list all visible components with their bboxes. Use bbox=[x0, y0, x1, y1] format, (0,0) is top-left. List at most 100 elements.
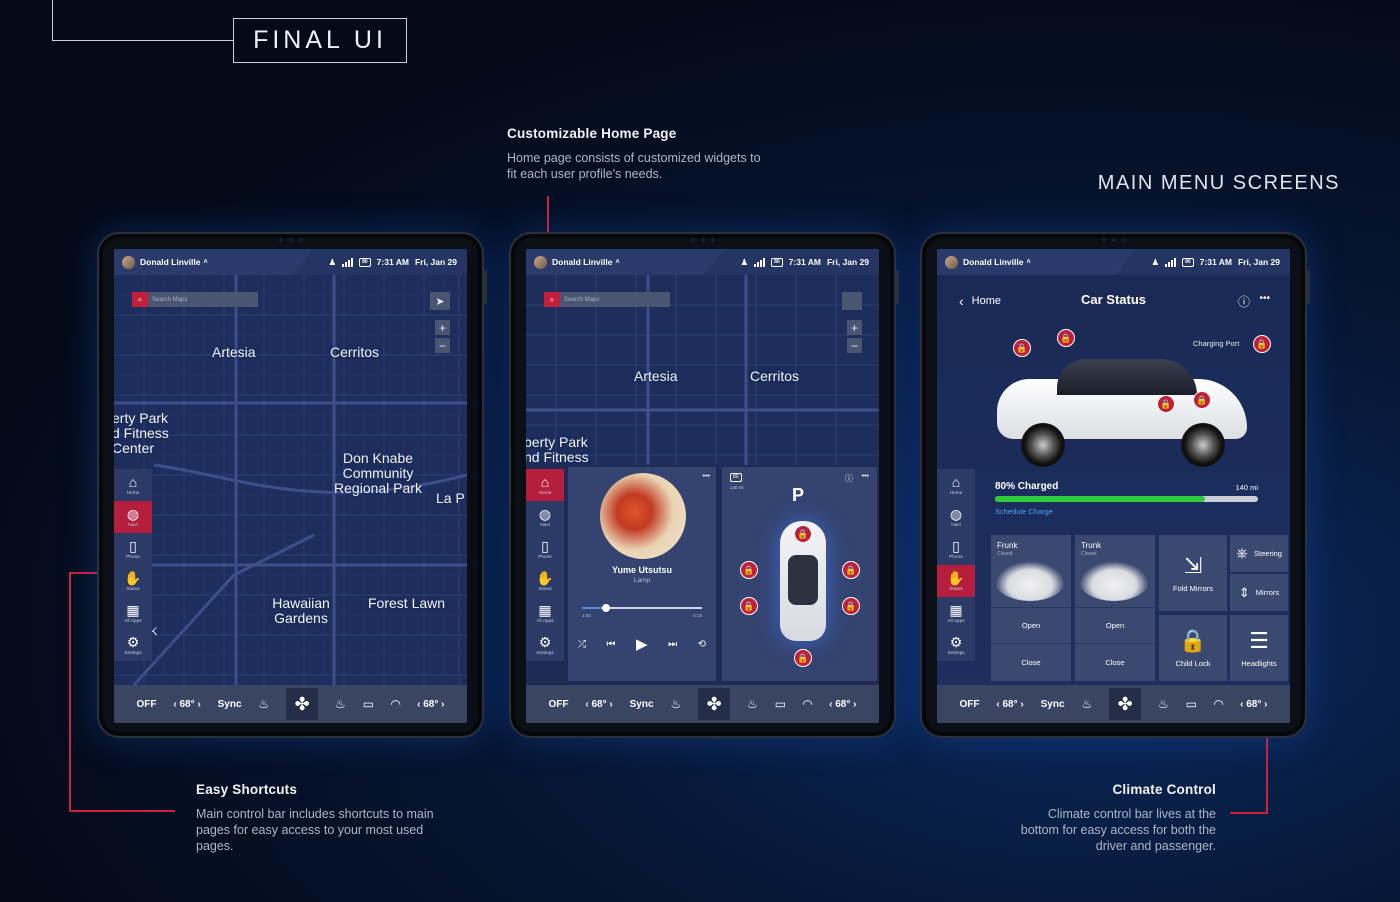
sync-button[interactable]: Sync bbox=[629, 698, 654, 710]
left-temp-control[interactable]: ‹ 68° › bbox=[585, 699, 612, 710]
seat-heat-right-icon[interactable]: ♨ bbox=[335, 697, 346, 711]
back-button[interactable]: ‹ Home bbox=[959, 293, 1001, 309]
lock-icon-hood[interactable]: 🔒 bbox=[1013, 339, 1031, 357]
seat-heat-right-icon[interactable]: ♨ bbox=[747, 697, 758, 711]
front-defrost-icon[interactable]: ◠ bbox=[802, 697, 813, 711]
chevron-left-icon[interactable]: ‹ bbox=[829, 698, 833, 710]
avatar[interactable] bbox=[534, 255, 547, 269]
right-temp-control[interactable]: ‹ 68° › bbox=[829, 699, 856, 710]
chevron-left-icon[interactable]: ‹ bbox=[996, 698, 1000, 710]
nav-status[interactable]: ✋Status bbox=[526, 565, 564, 597]
trunk-close-button[interactable]: Close bbox=[1075, 643, 1155, 681]
nav-settings[interactable]: ⚙Settings bbox=[937, 629, 975, 661]
seat-heat-left-icon[interactable]: ♨ bbox=[258, 697, 270, 711]
lock-icon-windshield[interactable]: 🔒 bbox=[1057, 329, 1075, 347]
front-defrost-icon[interactable]: ◠ bbox=[1213, 697, 1224, 711]
more-icon[interactable]: ••• bbox=[702, 473, 710, 480]
user-name[interactable]: Donald Linville bbox=[963, 257, 1024, 267]
left-temp-control[interactable]: ‹ 68° › bbox=[996, 699, 1023, 710]
progress-knob[interactable] bbox=[602, 604, 610, 612]
chevron-right-icon[interactable]: › bbox=[609, 698, 613, 710]
nav-status[interactable]: ✋Status bbox=[114, 565, 152, 597]
zoom-out-button[interactable]: − bbox=[435, 338, 450, 353]
lock-icon-rear-right[interactable]: 🔒 bbox=[842, 597, 860, 615]
climate-off-button[interactable]: OFF bbox=[959, 698, 980, 710]
music-widget[interactable]: ••• Yume Utsutsu Lamp 1:02 5:15 ⤮ ⏮ ▶ ⏭ … bbox=[568, 467, 716, 681]
chevron-right-icon[interactable]: › bbox=[1264, 698, 1268, 710]
nav-phone[interactable]: ▯Phone bbox=[114, 533, 152, 565]
nav-navi[interactable]: ◍Navi bbox=[526, 501, 564, 533]
map-search[interactable]: ⌕ Search Maps bbox=[132, 292, 258, 307]
chevron-up-icon[interactable]: ˄ bbox=[203, 258, 208, 266]
lock-icon-front[interactable]: 🔒 bbox=[794, 525, 812, 543]
nav-status[interactable]: ✋Status bbox=[937, 565, 975, 597]
car-widget[interactable]: 80 140 mi P ⓘ ••• 🔒 🔒 🔒 🔒 🔒 🔒 bbox=[722, 467, 877, 681]
nav-navi[interactable]: ◍Navi bbox=[114, 501, 152, 533]
nav-navi[interactable]: ◍Navi bbox=[937, 501, 975, 533]
sync-button[interactable]: Sync bbox=[1040, 698, 1065, 710]
lock-icon-rear[interactable]: 🔒 bbox=[794, 649, 812, 667]
avatar[interactable] bbox=[945, 255, 958, 269]
shuffle-icon[interactable]: ⤮ bbox=[578, 638, 586, 650]
chevron-left-icon[interactable]: ‹ bbox=[417, 698, 421, 710]
info-icon[interactable]: ⓘ bbox=[1237, 295, 1250, 309]
rear-defrost-icon[interactable]: ▭ bbox=[774, 697, 787, 711]
nav-phone[interactable]: ▯Phone bbox=[937, 533, 975, 565]
progress-track[interactable] bbox=[582, 604, 702, 612]
climate-off-button[interactable]: OFF bbox=[136, 698, 157, 710]
locate-button[interactable]: ➤ bbox=[430, 292, 450, 310]
trunk-open-button[interactable]: Open bbox=[1075, 607, 1155, 643]
front-defrost-icon[interactable]: ◠ bbox=[390, 697, 401, 711]
nav-all-apps[interactable]: ▦All Apps bbox=[114, 597, 152, 629]
zoom-out-button[interactable]: − bbox=[847, 338, 862, 353]
zoom-in-button[interactable]: + bbox=[435, 320, 450, 335]
chevron-left-icon[interactable]: ‹ bbox=[585, 698, 589, 710]
lock-icon-front-door[interactable]: 🔒 bbox=[1157, 395, 1175, 413]
nav-home[interactable]: ⌂Home bbox=[114, 469, 152, 501]
right-temp-control[interactable]: ‹ 68° › bbox=[417, 699, 444, 710]
left-temp-control[interactable]: ‹ 68° › bbox=[173, 699, 200, 710]
chevron-right-icon[interactable]: › bbox=[197, 698, 201, 710]
frunk-close-button[interactable]: Close bbox=[991, 643, 1071, 681]
nav-all-apps[interactable]: ▦All Apps bbox=[526, 597, 564, 629]
map-widget[interactable]: Artesia Cerritos berty Park nd Fitness ⌕… bbox=[526, 275, 879, 475]
seat-heat-left-icon[interactable]: ♨ bbox=[1081, 697, 1093, 711]
previous-icon[interactable]: ⏮ bbox=[606, 638, 616, 650]
lock-icon-front-right[interactable]: 🔒 bbox=[842, 561, 860, 579]
right-temp-control[interactable]: ‹ 68° › bbox=[1240, 699, 1267, 710]
fan-icon[interactable]: ✤ bbox=[1109, 688, 1142, 720]
nav-settings[interactable]: ⚙Settings bbox=[526, 629, 564, 661]
rear-defrost-icon[interactable]: ▭ bbox=[1185, 697, 1198, 711]
steering-tile[interactable]: ⎈ Steering bbox=[1230, 535, 1288, 572]
headlights-tile[interactable]: ☰ Headlights bbox=[1230, 615, 1288, 681]
nav-settings[interactable]: ⚙Settings bbox=[114, 629, 152, 661]
fan-icon[interactable]: ✤ bbox=[286, 688, 319, 720]
chevron-left-icon[interactable]: ‹ bbox=[173, 698, 177, 710]
nav-home[interactable]: ⌂Home bbox=[937, 469, 975, 501]
mirrors-tile[interactable]: ⇕ Mirrors bbox=[1230, 574, 1288, 611]
map-search[interactable]: ⌕ Search Maps bbox=[544, 292, 670, 307]
child-lock-tile[interactable]: 🔒 Child Lock bbox=[1159, 615, 1227, 681]
chevron-right-icon[interactable]: › bbox=[853, 698, 857, 710]
info-icon[interactable]: ⓘ bbox=[845, 474, 853, 483]
locate-button[interactable] bbox=[842, 292, 862, 310]
next-icon[interactable]: ⏭ bbox=[668, 638, 678, 650]
avatar[interactable] bbox=[122, 255, 135, 269]
chevron-up-icon[interactable]: ˄ bbox=[615, 258, 620, 266]
play-icon[interactable]: ▶ bbox=[636, 636, 648, 653]
sync-button[interactable]: Sync bbox=[217, 698, 242, 710]
fold-mirrors-tile[interactable]: ⇲ Fold Mirrors bbox=[1159, 535, 1227, 611]
chevron-up-icon[interactable]: ˄ bbox=[1026, 258, 1031, 266]
nav-phone[interactable]: ▯Phone bbox=[526, 533, 564, 565]
rear-defrost-icon[interactable]: ▭ bbox=[362, 697, 375, 711]
nav-all-apps[interactable]: ▦All Apps bbox=[937, 597, 975, 629]
chevron-right-icon[interactable]: › bbox=[1020, 698, 1024, 710]
lock-icon-charging-port[interactable]: 🔒 bbox=[1253, 335, 1271, 353]
seat-heat-left-icon[interactable]: ♨ bbox=[670, 697, 682, 711]
nav-home[interactable]: ⌂Home bbox=[526, 469, 564, 501]
schedule-charge-link[interactable]: Schedule Charge bbox=[995, 507, 1053, 516]
frunk-open-button[interactable]: Open bbox=[991, 607, 1071, 643]
climate-off-button[interactable]: OFF bbox=[548, 698, 569, 710]
user-name[interactable]: Donald Linville bbox=[552, 257, 613, 267]
user-name[interactable]: Donald Linville bbox=[140, 257, 201, 267]
